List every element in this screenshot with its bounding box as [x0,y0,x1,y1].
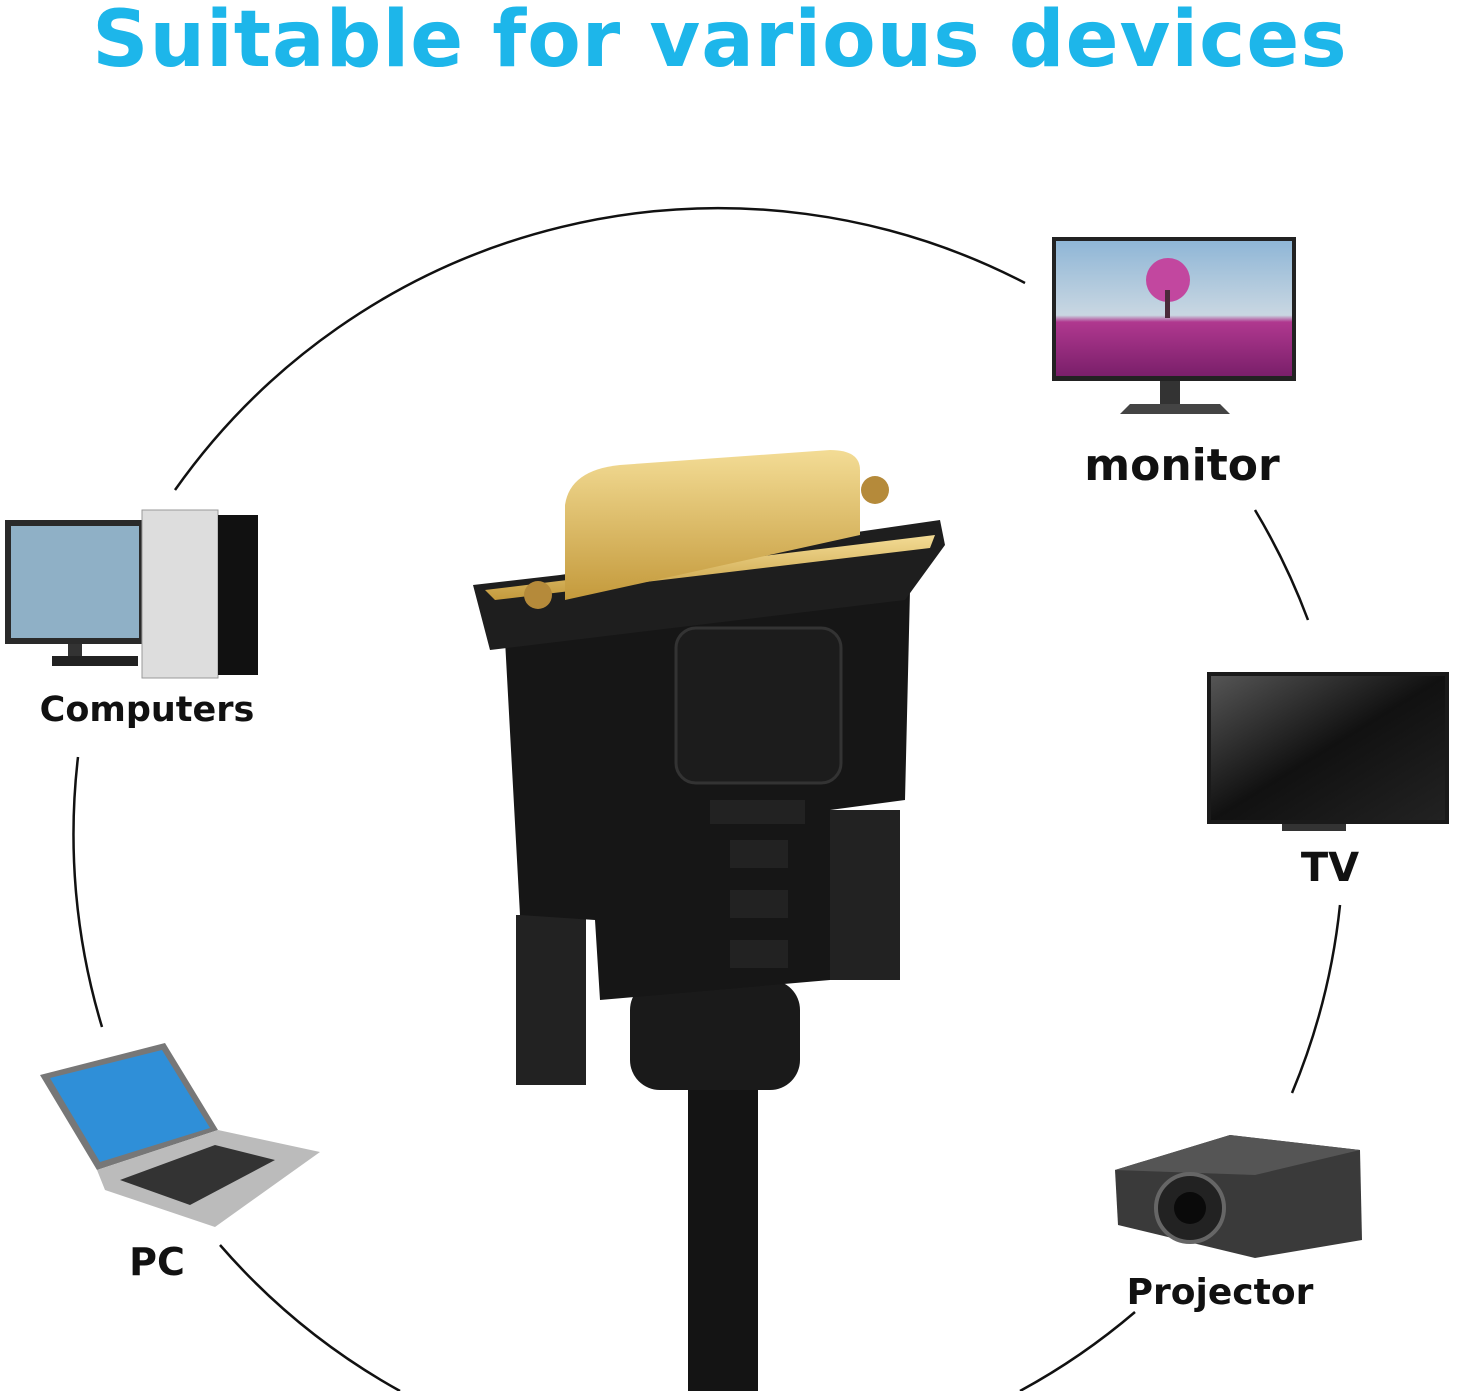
dvi-connector-icon [473,450,945,1391]
desktop-computer-icon [5,509,258,679]
device-label-monitor: monitor [1084,440,1280,491]
device-label-tv: TV [1300,845,1360,891]
device-label-projector: Projector [1126,1272,1314,1313]
projector-icon [1115,1135,1362,1258]
device-label-pc: PC [129,1240,185,1284]
page-title: Suitable for various devices [92,0,1348,85]
circle-arc [72,206,1342,1391]
device-label-computers: Computers [39,690,255,730]
tv-icon [1207,672,1449,831]
laptop-icon [40,1043,320,1227]
monitor-icon [1052,237,1296,414]
